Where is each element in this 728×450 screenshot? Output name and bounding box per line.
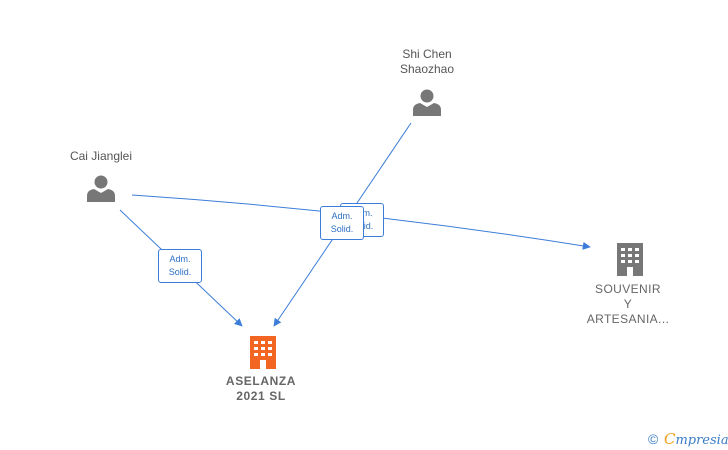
company-name-line1: ASELANZA <box>225 374 297 388</box>
edge-role-line2: Solid. <box>168 267 192 277</box>
building-icon[interactable] <box>617 243 643 276</box>
company-label-souvenir[interactable]: SOUVENIR Y ARTESANIA... <box>578 282 678 327</box>
copyright-symbol: © <box>648 431 659 447</box>
person-label-cai[interactable]: Cai Jianglei <box>51 149 151 164</box>
edge-label-shi-aselanza[interactable]: Adm. Solid. <box>320 206 364 240</box>
person-name: Cai Jianglei <box>69 149 133 163</box>
company-label-aselanza[interactable]: ASELANZA 2021 SL <box>211 374 311 404</box>
person-label-shi[interactable]: Shi Chen Shaozhao <box>377 47 477 77</box>
company-name-line3: ARTESANIA... <box>586 312 670 326</box>
edge-role-line1: Adm. <box>331 211 353 221</box>
brand-logo: © Cmpresia <box>648 430 728 448</box>
edge-role-line2: Solid. <box>330 224 354 234</box>
person-icon[interactable] <box>413 89 441 117</box>
edge-role-line1: Adm. <box>169 254 191 264</box>
building-icon[interactable] <box>250 336 276 369</box>
person-name-line1: Shi Chen <box>402 47 452 61</box>
brand-name: mpresia <box>675 433 728 448</box>
person-icon[interactable] <box>87 175 115 203</box>
brand-initial: C <box>663 430 676 448</box>
company-name-line2: Y <box>623 297 633 311</box>
company-name-line2: 2021 SL <box>236 389 286 403</box>
person-name-line2: Shaozhao <box>399 62 455 76</box>
edge-label-cai-aselanza[interactable]: Adm. Solid. <box>158 249 202 283</box>
company-name-line1: SOUVENIR <box>595 282 661 296</box>
